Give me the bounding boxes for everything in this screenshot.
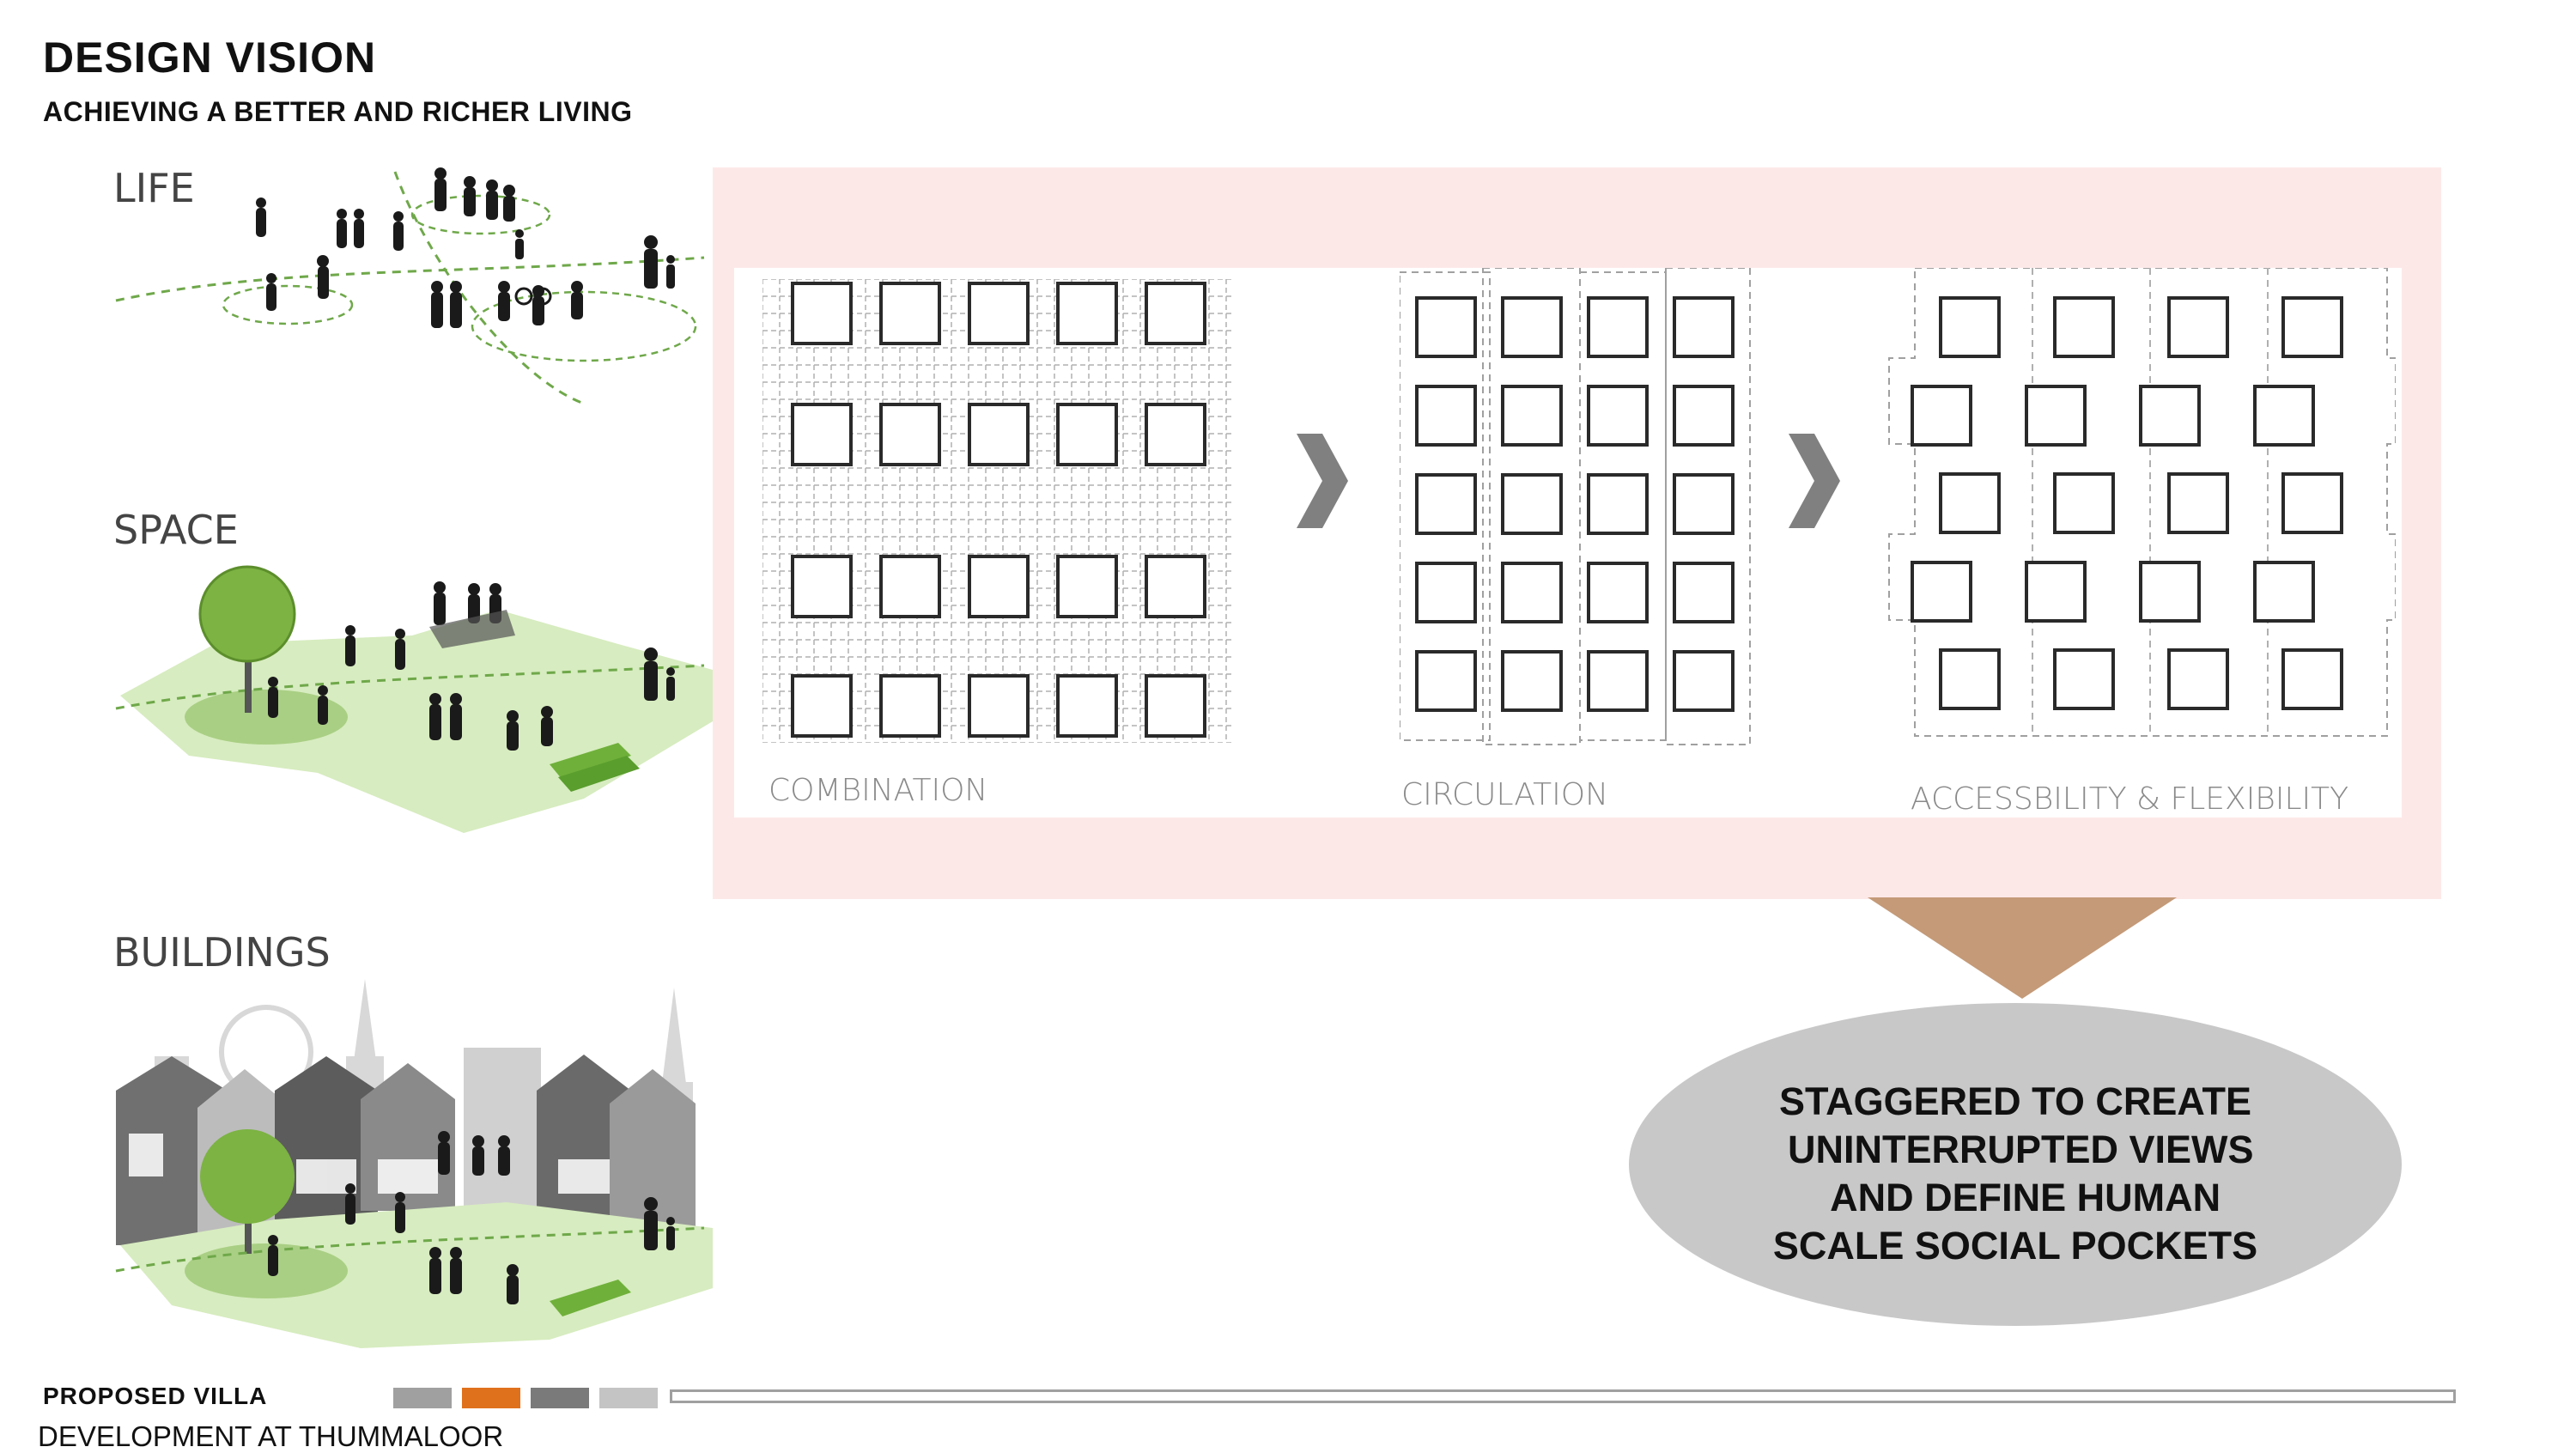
unit-square bbox=[1501, 473, 1563, 535]
unit-square bbox=[1056, 403, 1118, 466]
unit-square bbox=[1673, 650, 1735, 712]
unit-square bbox=[791, 282, 853, 345]
unit-square bbox=[1673, 296, 1735, 358]
unit-square bbox=[1939, 296, 2001, 358]
accessibility-outline bbox=[1888, 268, 2396, 737]
unit-square bbox=[968, 674, 1030, 738]
unit-square bbox=[2167, 648, 2229, 710]
unit-square bbox=[2253, 385, 2315, 447]
unit-square bbox=[1911, 385, 1972, 447]
page-title: DESIGN VISION bbox=[43, 33, 377, 82]
chevron-right-icon bbox=[1297, 434, 1348, 528]
footer-swatch bbox=[462, 1388, 520, 1408]
callout-line: STAGGERED TO CREATE bbox=[1778, 1079, 2252, 1123]
section-label-life: LIFE bbox=[113, 165, 195, 211]
footer-swatch bbox=[531, 1388, 589, 1408]
combination-label: COMBINATION bbox=[769, 773, 988, 808]
callout-line: AND DEFINE HUMAN bbox=[1809, 1176, 2221, 1219]
unit-square bbox=[1501, 296, 1563, 358]
unit-square bbox=[2281, 296, 2343, 358]
accessibility-diagram bbox=[1888, 268, 2396, 737]
unit-square bbox=[1673, 562, 1735, 623]
unit-square bbox=[2053, 296, 2115, 358]
buildings-illustration bbox=[115, 979, 713, 1348]
circulation-strip bbox=[1579, 271, 1667, 741]
accessibility-label: ACCESSBILITY & FLEXIBILITY bbox=[1911, 781, 2349, 817]
unit-square bbox=[1415, 473, 1477, 535]
unit-square bbox=[1673, 385, 1735, 447]
unit-square bbox=[1415, 650, 1477, 712]
circulation-strip bbox=[1665, 268, 1751, 745]
footer-swatch bbox=[599, 1388, 658, 1408]
unit-square bbox=[1587, 385, 1649, 447]
unit-square bbox=[1587, 650, 1649, 712]
unit-square bbox=[968, 282, 1030, 345]
section-label-buildings: BUILDINGS bbox=[113, 929, 331, 976]
unit-square bbox=[968, 555, 1030, 618]
unit-square bbox=[1415, 562, 1477, 623]
section-label-space: SPACE bbox=[113, 507, 239, 553]
unit-square bbox=[879, 282, 941, 345]
circulation-diagram bbox=[1400, 268, 1751, 745]
unit-square bbox=[1145, 282, 1206, 345]
circulation-label: CIRCULATION bbox=[1401, 777, 1609, 812]
unit-square bbox=[1145, 674, 1206, 738]
unit-square bbox=[2167, 296, 2229, 358]
unit-square bbox=[1056, 282, 1118, 345]
unit-square bbox=[968, 403, 1030, 466]
unit-square bbox=[791, 403, 853, 466]
unit-square bbox=[1501, 562, 1563, 623]
unit-square bbox=[1911, 561, 1972, 623]
unit-square bbox=[2053, 472, 2115, 534]
unit-square bbox=[1587, 562, 1649, 623]
life-illustration bbox=[115, 167, 705, 405]
unit-square bbox=[1939, 472, 2001, 534]
unit-square bbox=[791, 674, 853, 738]
unit-square bbox=[2253, 561, 2315, 623]
unit-square bbox=[1501, 385, 1563, 447]
footer-progress-bar bbox=[670, 1389, 2456, 1403]
space-illustration bbox=[115, 565, 713, 833]
unit-square bbox=[2025, 561, 2087, 623]
footer-project-line1: PROPOSED VILLA bbox=[43, 1383, 268, 1409]
callout-line: UNINTERRUPTED VIEWS bbox=[1777, 1128, 2254, 1171]
unit-square bbox=[879, 555, 941, 618]
unit-square bbox=[1587, 473, 1649, 535]
unit-square bbox=[1145, 403, 1206, 466]
circulation-strip bbox=[1400, 271, 1491, 741]
unit-square bbox=[2139, 561, 2201, 623]
unit-square bbox=[1415, 385, 1477, 447]
unit-square bbox=[2281, 648, 2343, 710]
combination-diagram bbox=[762, 279, 1235, 743]
callout-pointer bbox=[1868, 897, 2177, 999]
unit-square bbox=[1145, 555, 1206, 618]
unit-square bbox=[1673, 473, 1735, 535]
unit-square bbox=[1056, 555, 1118, 618]
footer-project-line2: DEVELOPMENT AT THUMMALOOR bbox=[38, 1420, 504, 1452]
unit-square bbox=[879, 403, 941, 466]
unit-square bbox=[1587, 296, 1649, 358]
footer-swatch bbox=[393, 1388, 452, 1408]
chevron-right-icon bbox=[1789, 434, 1840, 528]
callout-line: SCALE SOCIAL POCKETS bbox=[1772, 1224, 2258, 1268]
unit-square bbox=[1501, 650, 1563, 712]
unit-square bbox=[1056, 674, 1118, 738]
callout-ellipse bbox=[1629, 1003, 2402, 1326]
unit-square bbox=[1939, 648, 2001, 710]
unit-square bbox=[2025, 385, 2087, 447]
unit-square bbox=[2281, 472, 2343, 534]
unit-square bbox=[1415, 296, 1477, 358]
unit-square bbox=[2053, 648, 2115, 710]
page-subtitle: ACHIEVING A BETTER AND RICHER LIVING bbox=[43, 96, 633, 127]
callout-text: STAGGERED TO CREATE UNINTERRUPTED VIEWS … bbox=[1629, 1078, 2402, 1270]
unit-square bbox=[879, 674, 941, 738]
unit-square bbox=[791, 555, 853, 618]
unit-square bbox=[2167, 472, 2229, 534]
unit-square bbox=[2139, 385, 2201, 447]
